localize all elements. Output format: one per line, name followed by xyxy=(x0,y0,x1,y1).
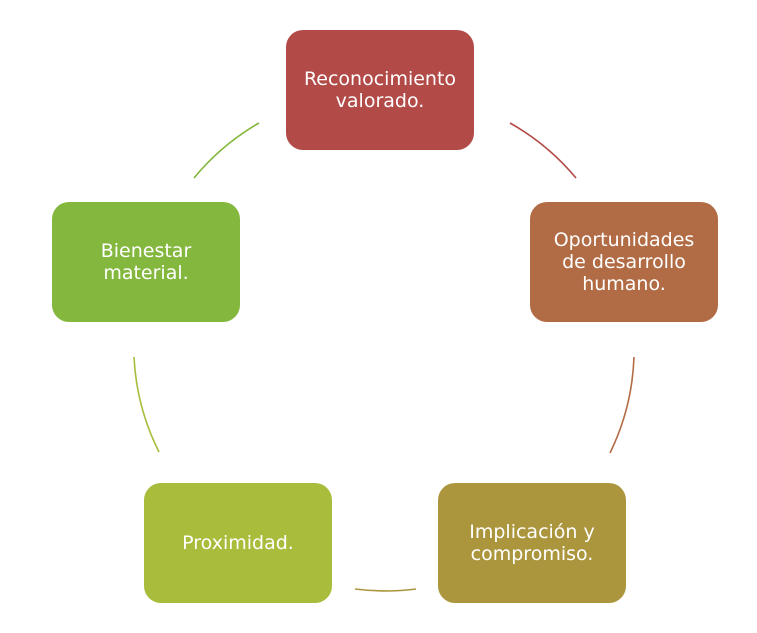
connector-oportunidades-implicacion xyxy=(609,356,635,454)
connector-proximidad-bienestar xyxy=(133,356,160,453)
connector-reconocimiento-oportunidades xyxy=(509,122,577,179)
node-label: Proximidad. xyxy=(182,532,294,554)
node-label: Bienestar material. xyxy=(100,240,192,284)
node-label: Implicación y compromiso. xyxy=(469,521,595,565)
node-bienestar-material: Bienestar material. xyxy=(52,202,240,322)
connector-bienestar-reconocimiento xyxy=(193,122,260,179)
node-proximidad: Proximidad. xyxy=(144,483,332,603)
node-reconocimiento-valorado: Reconocimiento valorado. xyxy=(286,30,474,150)
node-label: Oportunidades de desarrollo humano. xyxy=(553,229,695,295)
node-oportunidades-desarrollo: Oportunidades de desarrollo humano. xyxy=(530,202,718,322)
connector-implicacion-proximidad xyxy=(354,588,417,592)
node-implicacion-compromiso: Implicación y compromiso. xyxy=(438,483,626,603)
node-label: Reconocimiento valorado. xyxy=(303,68,457,112)
